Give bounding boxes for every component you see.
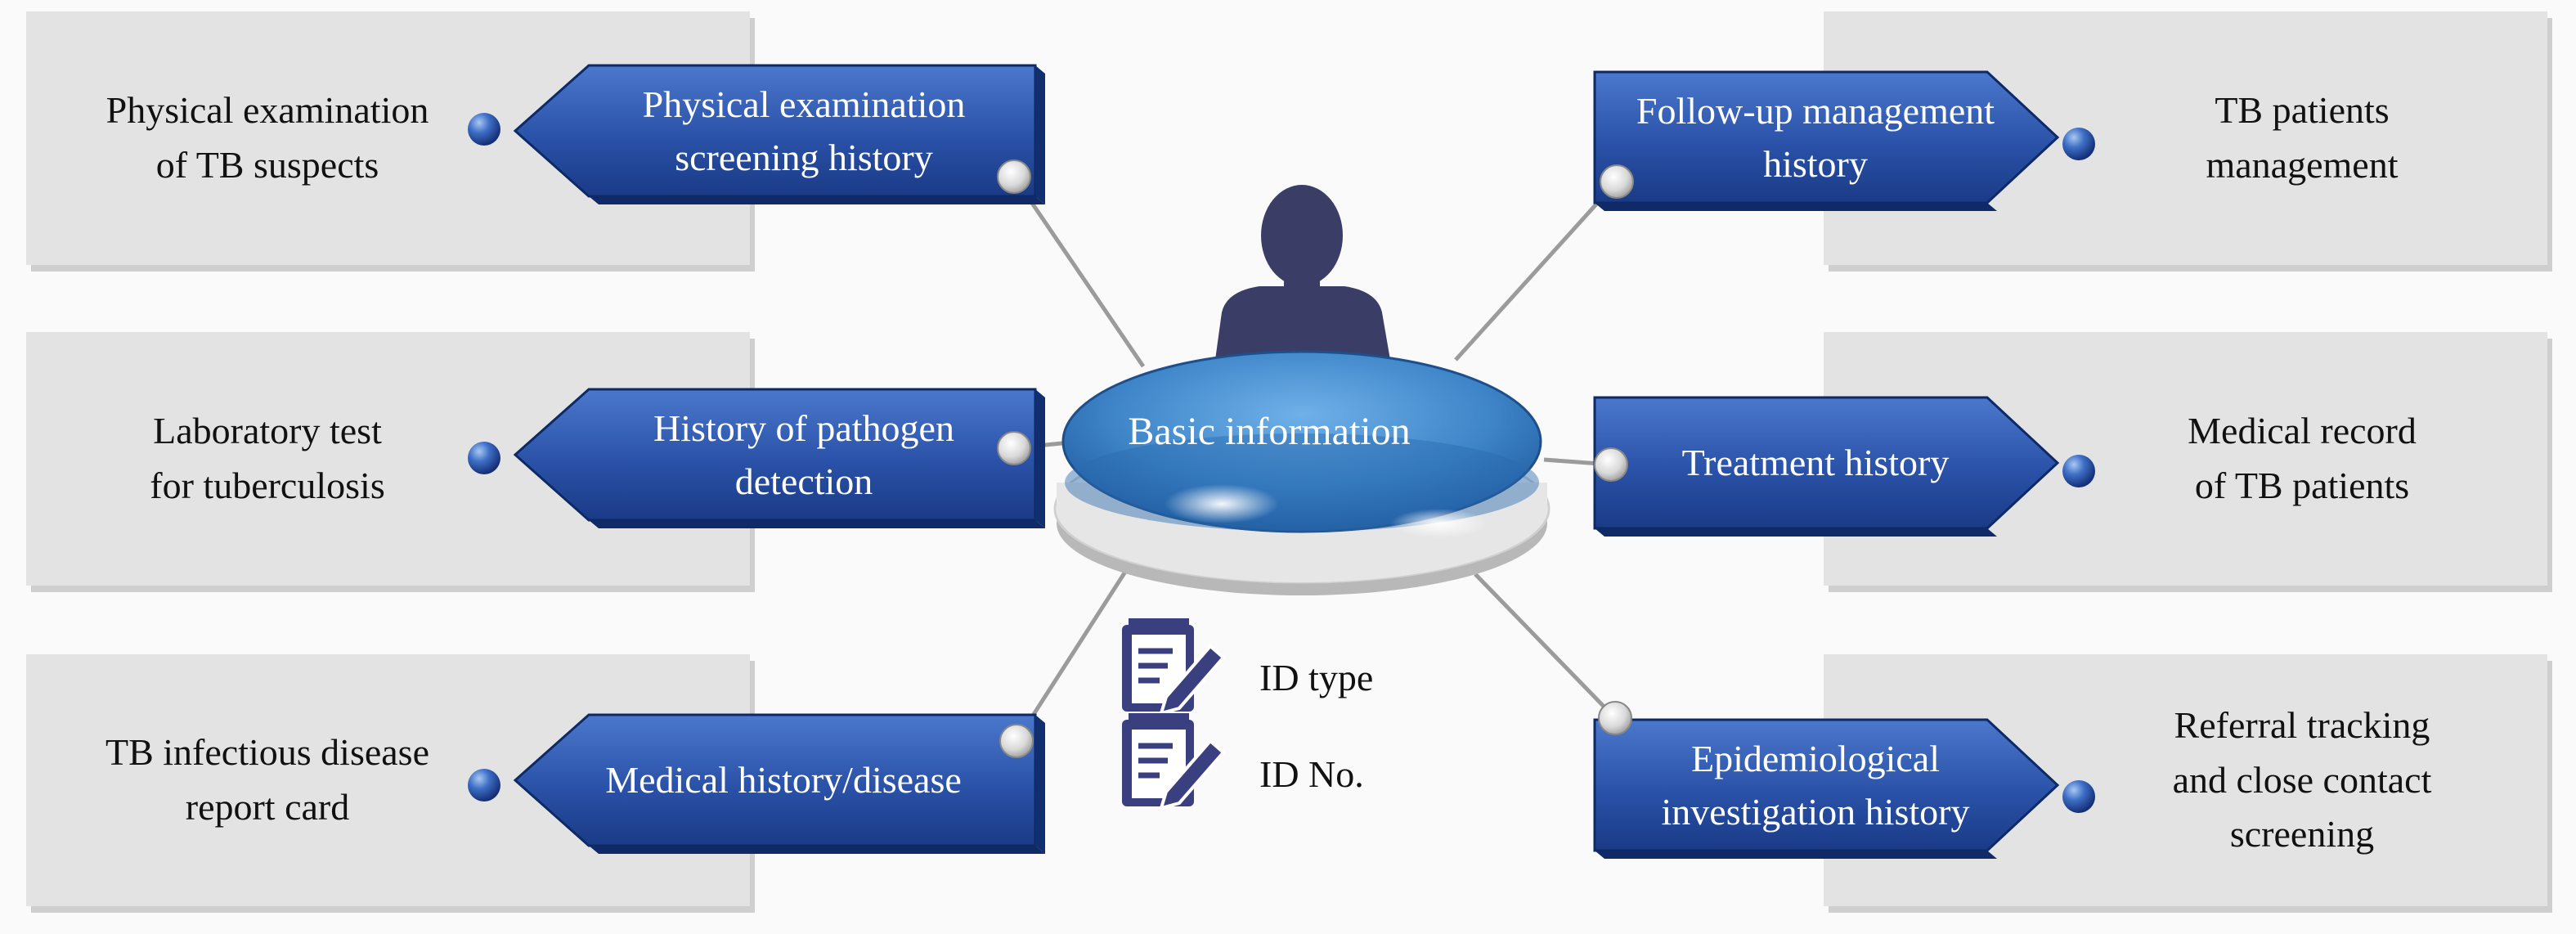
ribbon-label-follow-up-management: Follow-up management history bbox=[1636, 89, 1995, 185]
ribbon-medical-history bbox=[513, 713, 1045, 854]
bullet-ball bbox=[2062, 780, 2095, 813]
connector-dot bbox=[1598, 701, 1632, 735]
box-label: Laboratory test for tuberculosis bbox=[150, 410, 385, 506]
connector-dot bbox=[1594, 447, 1628, 482]
ribbon-treatment-history bbox=[1593, 396, 2060, 537]
box-label: TB patients management bbox=[2206, 89, 2399, 186]
connector-dot bbox=[997, 431, 1031, 465]
box-label: Referral tracking and close contact scre… bbox=[2172, 703, 2432, 855]
box-label: Physical examination of TB suspects bbox=[105, 89, 429, 186]
id-no-label: ID No. bbox=[1259, 753, 1364, 795]
ribbon-physical-exam-screening bbox=[513, 64, 1045, 204]
ribbon-follow-up-management bbox=[1593, 70, 2060, 211]
person-icon bbox=[1215, 185, 1390, 360]
document-edit-icon bbox=[1122, 618, 1226, 716]
connector-line bbox=[1474, 573, 1617, 720]
center-label: Basic information bbox=[1128, 410, 1411, 453]
bullet-ball bbox=[2062, 455, 2095, 487]
connector-dots bbox=[997, 159, 1634, 758]
connector-line bbox=[1014, 568, 1129, 743]
document-edit-icon bbox=[1122, 713, 1226, 811]
bullet-ball bbox=[468, 113, 500, 146]
connector-dot bbox=[1600, 164, 1634, 199]
connector-line bbox=[1454, 180, 1618, 361]
ribbon-label-treatment-history: Treatment history bbox=[1681, 442, 1950, 484]
ribbon-label-medical-history: Medical history/disease bbox=[605, 759, 962, 802]
bullet-ball bbox=[468, 769, 500, 802]
box-label: TB infectious disease report card bbox=[105, 731, 429, 828]
bullet-ball bbox=[468, 442, 500, 474]
ribbon-label-epidemiological-investigation: Epidemiological investigation history bbox=[1661, 737, 1970, 833]
connector-dot bbox=[997, 159, 1031, 194]
id-type-label: ID type bbox=[1259, 657, 1374, 698]
bullet-ball bbox=[2062, 128, 2095, 160]
bullet-balls bbox=[468, 113, 2095, 813]
basic-info-disc bbox=[1053, 350, 1551, 595]
ribbon-label-physical-exam-screening: Physical examination screening history bbox=[642, 83, 966, 178]
ribbon-pathogen-detection bbox=[513, 388, 1045, 528]
ribbon-label-pathogen-detection: History of pathogen detection bbox=[653, 406, 954, 502]
connector-dot bbox=[999, 724, 1034, 758]
ribbon-epidemiological-investigation bbox=[1593, 718, 2060, 859]
box-label: Medical record of TB patients bbox=[2188, 410, 2417, 506]
connector-line bbox=[1012, 175, 1146, 368]
